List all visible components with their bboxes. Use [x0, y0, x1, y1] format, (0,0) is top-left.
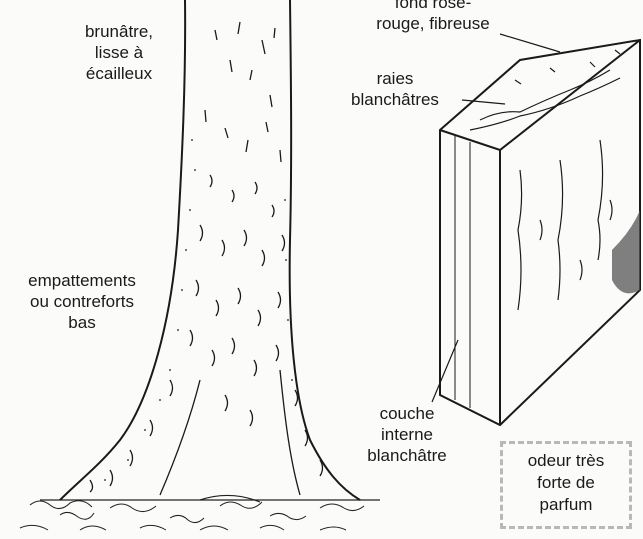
- smell-note-line: odeur très: [503, 450, 629, 472]
- bark-label: brunâtre, lisse à écailleux: [64, 21, 174, 84]
- inner-layer-label-line: blanchâtre: [352, 445, 462, 466]
- fibrous-label-line: rouge, fibreuse: [358, 13, 508, 34]
- smell-note-line: forte de: [503, 472, 629, 494]
- bark-label-line: écailleux: [64, 63, 174, 84]
- bark-texture: [90, 22, 323, 492]
- buttress-label-line: ou contreforts: [2, 291, 162, 312]
- fibrous-label-line: fond rose-: [358, 0, 508, 13]
- buttress-label: empattements ou contreforts bas: [2, 270, 162, 333]
- smell-note-line: parfum: [503, 494, 629, 516]
- stripes-label-line: raies: [330, 68, 460, 89]
- fibrous-label: fond rose- rouge, fibreuse: [358, 0, 508, 34]
- inner-layer-label-line: couche: [352, 403, 462, 424]
- stripes-label: raies blanchâtres: [330, 68, 460, 110]
- inner-layer-label-line: interne: [352, 424, 462, 445]
- bark-label-line: brunâtre,: [64, 21, 174, 42]
- bark-slab: [440, 40, 640, 425]
- bark-label-line: lisse à: [64, 42, 174, 63]
- buttress-label-line: empattements: [2, 270, 162, 291]
- smell-note-box: odeur très forte de parfum: [500, 441, 632, 529]
- inner-layer-label: couche interne blanchâtre: [352, 403, 462, 466]
- ground-litter: [20, 495, 380, 530]
- stripes-label-line: blanchâtres: [330, 89, 460, 110]
- buttress-label-line: bas: [2, 312, 162, 333]
